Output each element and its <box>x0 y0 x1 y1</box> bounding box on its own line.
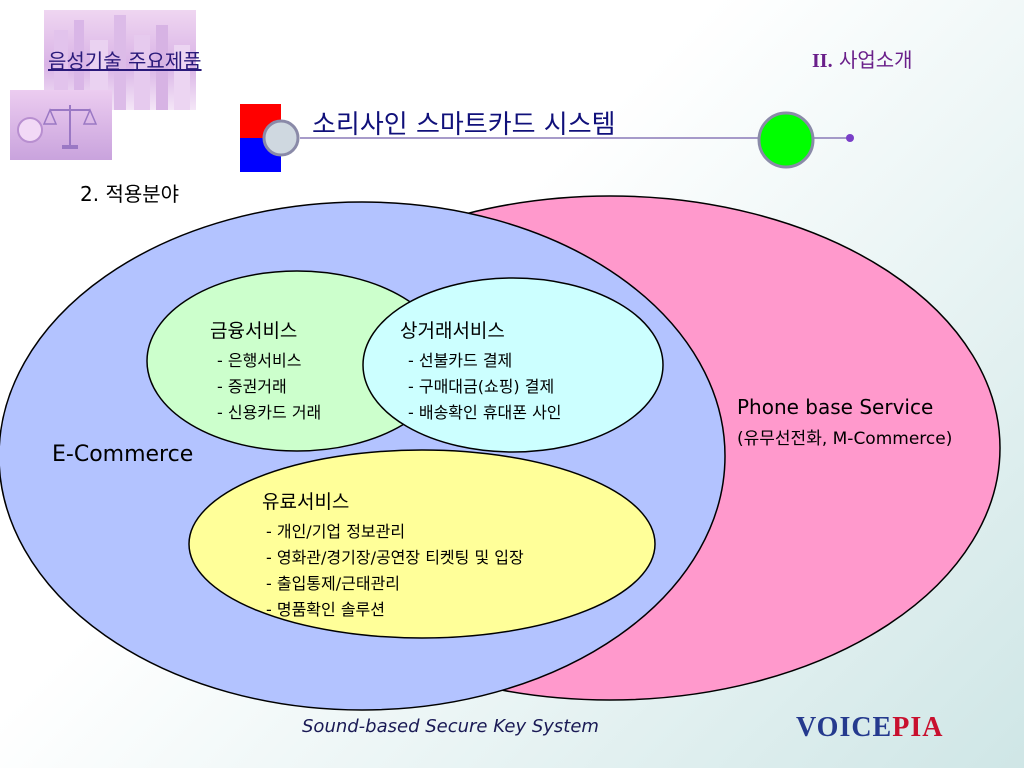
section-text: 사업소개 <box>838 48 913 72</box>
commerce-ellipse <box>362 277 664 453</box>
finance-title: 금융서비스 <box>210 320 298 342</box>
logo-part-pia: PIA <box>892 712 944 743</box>
paid-service-ellipse <box>188 449 656 639</box>
finance-item: - 은행서비스 <box>217 351 302 370</box>
commerce-item: - 배송확인 휴대폰 사인 <box>408 403 562 422</box>
section-heading: 2. 적용분야 <box>80 182 180 206</box>
green-circle <box>757 111 815 169</box>
finance-item: - 신용카드 거래 <box>217 403 322 422</box>
finance-item: - 증권거래 <box>217 377 287 396</box>
line-end-dot <box>846 134 854 142</box>
paid-service-item: - 명품확인 솔루션 <box>266 600 385 619</box>
justice-scale-photo <box>10 90 112 160</box>
subject-label: 음성기술 주요제품 <box>48 49 202 73</box>
section-label: II. 사업소개 <box>812 44 913 73</box>
commerce-title: 상거래서비스 <box>400 320 505 342</box>
slide-title: 소리사인 스마트카드 시스템 <box>312 110 616 140</box>
paid-service-item: - 출입통제/근태관리 <box>266 574 401 593</box>
phone-service-title: Phone base Service <box>737 395 934 419</box>
paid-service-item: - 영화관/경기장/공연장 티켓팅 및 입장 <box>266 548 524 567</box>
city-photo <box>44 10 196 110</box>
phone-service-subtitle: (유무선전화, M-Commerce) <box>737 429 953 449</box>
gray-circle <box>262 119 300 157</box>
footer-text: Sound-based Secure Key System <box>302 716 599 737</box>
section-number: II. <box>812 50 833 72</box>
title-decoration <box>240 104 854 172</box>
paid-service-title: 유료서비스 <box>262 491 350 513</box>
paid-service-item: - 개인/기업 정보관리 <box>266 522 406 541</box>
commerce-item: - 선불카드 결제 <box>408 351 513 370</box>
commerce-item: - 구매대금(쇼핑) 결제 <box>408 377 555 396</box>
voicepia-logo: VOICEPIA <box>796 712 943 744</box>
ecommerce-title: E-Commerce <box>52 442 194 467</box>
logo-part-voice: VOICE <box>796 712 893 743</box>
